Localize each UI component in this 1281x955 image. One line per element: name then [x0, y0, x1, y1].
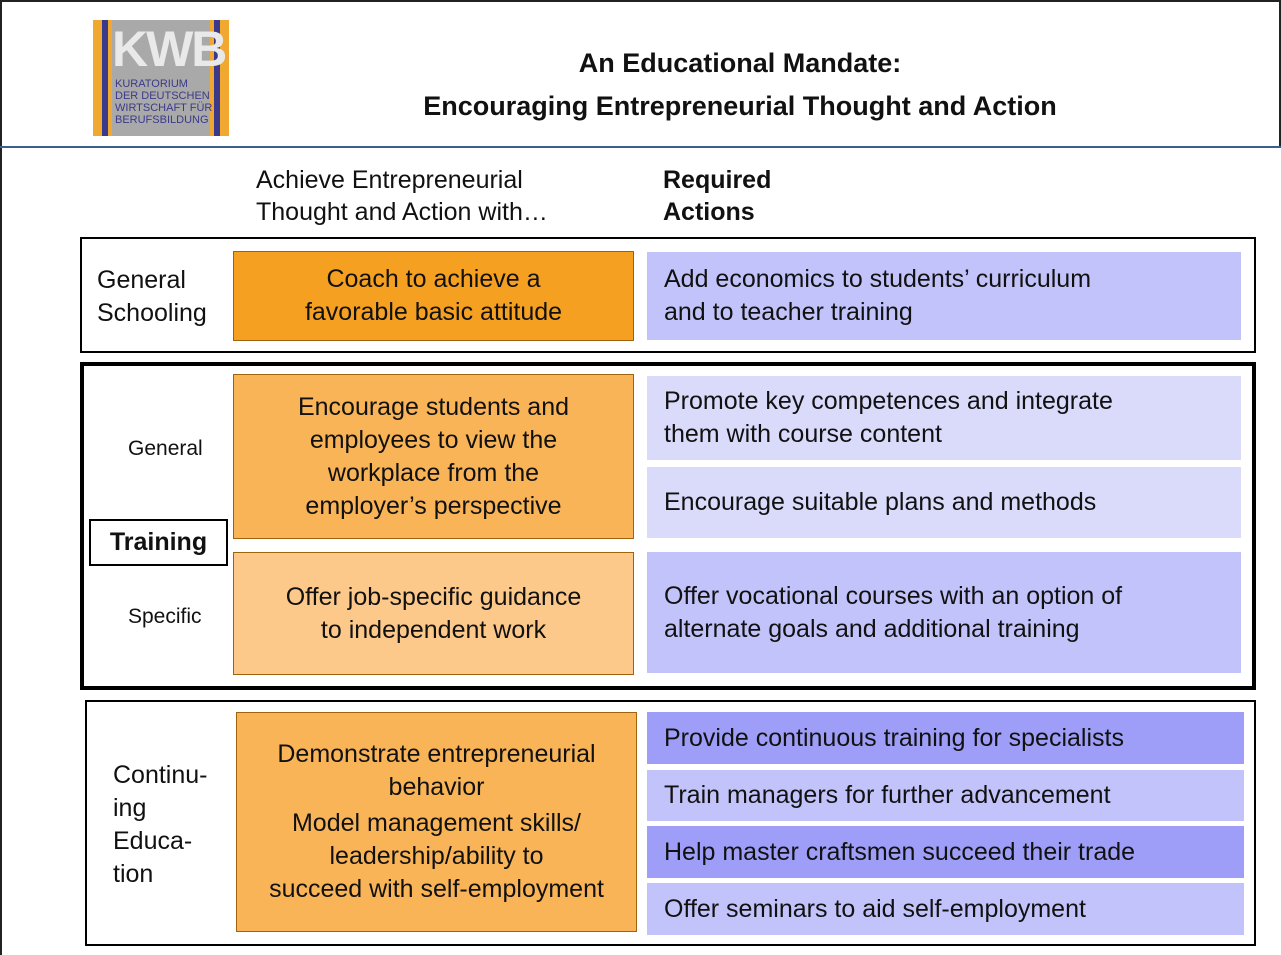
logo-text: KURATORIUM DER DEUTSCHEN WIRTSCHAFT FÜR … — [115, 78, 213, 126]
action-line: Offer vocational courses with an option … — [664, 581, 1123, 610]
label-line: Schooling — [97, 299, 207, 327]
action-line: alternate goals and additional training — [664, 614, 1080, 643]
logo-line: KURATORIUM — [115, 78, 188, 90]
action-box-general-schooling: Add economics to students’ curriculum an… — [647, 252, 1241, 340]
action-box-continuing-3: Help master craftsmen succeed their trad… — [647, 826, 1244, 878]
action-line: Encourage suitable plans and methods — [664, 488, 1097, 516]
label-line: Educa- — [113, 827, 193, 855]
column-header-line: Required — [663, 166, 772, 194]
logo-line: WIRTSCHAFT FÜR — [115, 102, 213, 114]
approach-line: workplace from the — [327, 458, 540, 487]
approach-line: Model management skills/ — [291, 809, 581, 837]
label-line: ing — [113, 794, 147, 822]
label-continuing-education: Continu- ing Educa- tion — [113, 759, 208, 891]
action-line: Add economics to students’ curriculum — [664, 265, 1092, 293]
action-line: Help master craftsmen succeed their trad… — [664, 837, 1136, 866]
label-training-specific: Specific — [128, 605, 202, 628]
action-box-training-general-1: Promote key competences and integrate th… — [647, 376, 1241, 460]
column-header-line: Thought and Action with… — [256, 198, 548, 226]
approach-line: favorable basic attitude — [304, 298, 563, 326]
page-title-line1: An Educational Mandate: — [578, 48, 902, 78]
column-header-actions: Required Actions — [663, 164, 863, 228]
approach-box-continuing-education: Demonstrate entrepreneurial behavior Mod… — [236, 712, 637, 932]
action-line: and to teacher training — [664, 298, 913, 326]
label-line: General — [97, 266, 186, 294]
approach-line: Coach to achieve a — [326, 265, 541, 293]
approach-box-training-general: Encourage students and employees to view… — [233, 374, 634, 539]
column-header-line: Actions — [663, 198, 755, 226]
action-line: Offer seminars to aid self-employment — [664, 894, 1086, 923]
page-title-line2: Encouraging Entrepreneurial Thought and … — [423, 91, 1057, 121]
action-line: them with course content — [664, 420, 942, 448]
approach-line: succeed with self-employment — [269, 875, 604, 903]
approach-line: Demonstrate entrepreneurial — [277, 740, 596, 768]
label-line: tion — [113, 860, 154, 888]
action-line: Provide continuous training for speciali… — [664, 723, 1124, 752]
logo-line: DER DEUTSCHEN — [115, 90, 210, 102]
label-general-schooling: General Schooling — [97, 264, 207, 330]
action-line: Promote key competences and integrate — [664, 387, 1113, 415]
approach-line: behavior — [388, 773, 485, 801]
approach-line: Offer job-specific guidance — [285, 582, 582, 611]
approach-line: employees to view the — [309, 425, 558, 454]
label-line: Continu- — [113, 761, 208, 789]
action-box-training-general-2: Encourage suitable plans and methods — [647, 467, 1241, 538]
action-line: Train managers for further advancement — [664, 781, 1111, 809]
logo-line: BERUFSBILDUNG — [115, 114, 209, 126]
frame-left-border — [0, 0, 2, 955]
action-box-continuing-2: Train managers for further advancement — [647, 770, 1244, 821]
frame-right-border — [1279, 0, 1281, 146]
label-training: Training — [89, 519, 228, 566]
approach-line: leadership/ability to — [329, 842, 544, 870]
column-header-approach: Achieve Entrepreneurial Thought and Acti… — [256, 164, 626, 228]
logo-mark: KWB — [112, 21, 227, 77]
approach-box-training-specific: Offer job-specific guidance to independe… — [233, 552, 634, 675]
action-box-continuing-4: Offer seminars to aid self-employment — [647, 883, 1244, 935]
header-divider — [0, 146, 1281, 148]
kwb-logo: KWB KURATORIUM DER DEUTSCHEN WIRTSCHAFT … — [93, 20, 229, 136]
approach-line: Encourage students and — [297, 392, 570, 421]
approach-line: employer’s perspective — [305, 491, 562, 520]
action-box-training-specific: Offer vocational courses with an option … — [647, 552, 1241, 673]
approach-line: to independent work — [320, 615, 547, 644]
action-box-continuing-1: Provide continuous training for speciali… — [647, 712, 1244, 764]
frame-top-border — [0, 0, 1281, 2]
logo-background — [112, 20, 210, 136]
label-training-general: General — [128, 437, 203, 460]
approach-box-general-schooling: Coach to achieve a favorable basic attit… — [233, 251, 634, 341]
column-header-line: Achieve Entrepreneurial — [256, 166, 523, 194]
